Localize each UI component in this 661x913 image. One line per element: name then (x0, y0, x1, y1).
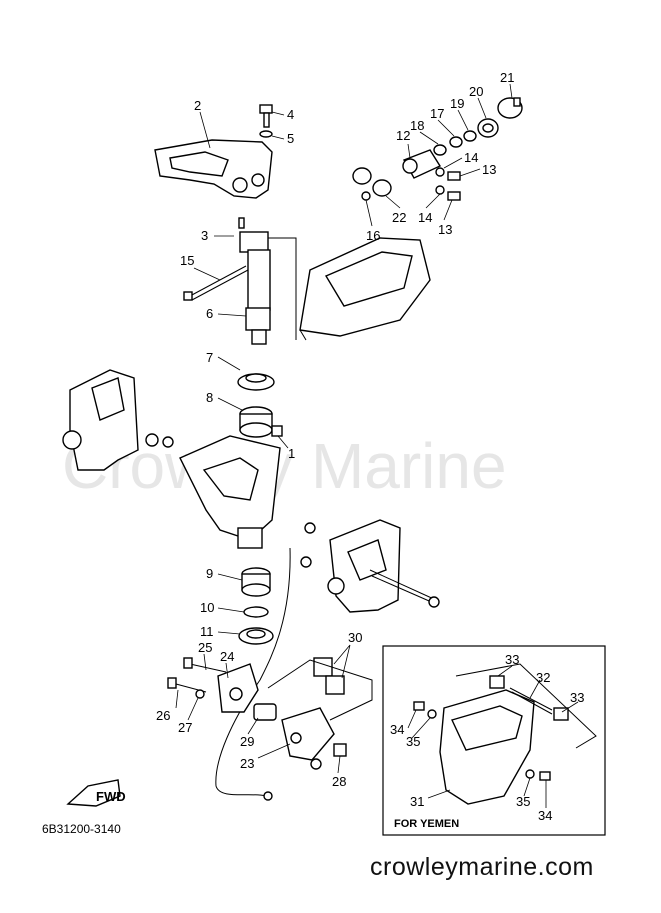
leader-lines (175, 83, 579, 808)
callout-27: 27 (178, 720, 192, 735)
part-bolt-15 (183, 265, 249, 301)
callout-33a: 33 (505, 652, 519, 667)
fwd-arrow: FWD (66, 779, 126, 807)
part-bushing-20 (477, 118, 499, 138)
part-cover-31 (439, 689, 535, 805)
part-washer-5 (259, 130, 273, 138)
part-clip-16 (361, 191, 371, 201)
fwd-label: FWD (96, 789, 126, 804)
callout-8: 8 (206, 390, 213, 405)
part-spacer-33b (553, 707, 569, 721)
callout-31: 31 (410, 794, 424, 809)
part-mount-rubber-22 (352, 167, 392, 197)
part-bushing-9 (241, 567, 271, 597)
callout-25: 25 (198, 640, 212, 655)
part-bolt-13a (447, 171, 461, 181)
part-clamp-bracket-left (62, 369, 174, 471)
part-bolt-34a (413, 701, 425, 711)
callout-26: 26 (156, 708, 170, 723)
part-washer-17 (449, 136, 463, 148)
part-clip-21 (497, 97, 523, 119)
inset-label: FOR YEMEN (394, 818, 460, 830)
part-washer-35a (427, 709, 437, 719)
part-bolt-25 (189, 663, 227, 673)
callout-10: 10 (200, 600, 214, 615)
part-bushing-11 (238, 627, 274, 645)
part-cap-30 (313, 657, 345, 695)
callout-11: 11 (200, 624, 214, 639)
part-spacer-33a (489, 675, 505, 689)
part-steering-bracket (154, 139, 273, 199)
callout-29: 29 (240, 734, 254, 749)
part-bolt-4 (259, 104, 273, 128)
callout-32: 32 (536, 670, 550, 685)
inset-box (382, 645, 606, 836)
part-bushing-7 (237, 373, 275, 391)
part-ground-wire (215, 547, 291, 797)
part-nut-19 (463, 130, 477, 142)
inset-guide-line (455, 663, 597, 749)
part-swivel-bracket (179, 435, 281, 549)
part-oring-10 (243, 606, 269, 618)
part-damper-29 (253, 703, 277, 721)
part-washer-14a (435, 167, 445, 177)
part-bolt-32 (509, 687, 553, 711)
part-bottom-cowling-mount (295, 237, 431, 341)
callout-35b: 35 (516, 794, 530, 809)
part-steering-shaft (239, 231, 297, 345)
footer-website: crowleymarine.com (370, 853, 594, 881)
callout-12: 12 (396, 128, 410, 143)
part-clamp-bracket-right (300, 519, 440, 613)
callout-5: 5 (287, 131, 294, 146)
callout-2: 2 (194, 98, 201, 113)
callout-30: 30 (348, 630, 362, 645)
part-nut-28 (333, 743, 347, 757)
callout-6: 6 (206, 306, 213, 321)
diagram-code: 6B31200-3140 (42, 822, 121, 836)
callout-13b: 13 (438, 222, 452, 237)
callout-23: 23 (240, 756, 254, 771)
callouts: 2 4 5 3 15 6 7 8 1 9 10 11 25 24 26 27 2… (156, 70, 584, 823)
part-mount-12 (402, 149, 442, 179)
part-pin-3 (238, 217, 245, 229)
callout-18: 18 (410, 118, 424, 133)
callout-24: 24 (220, 649, 234, 664)
part-bolt-13b (447, 191, 461, 201)
part-washer-14b (435, 185, 445, 195)
part-washer-27 (195, 689, 205, 699)
callout-14a: 14 (464, 150, 478, 165)
callout-14b: 14 (418, 210, 432, 225)
part-bushing-8 (239, 406, 273, 438)
callout-3: 3 (201, 228, 208, 243)
callout-7: 7 (206, 350, 213, 365)
callout-13a: 13 (482, 162, 496, 177)
part-mount-23 (281, 707, 335, 761)
callout-35a: 35 (406, 734, 420, 749)
callout-20: 20 (469, 84, 483, 99)
part-bolt-34b (539, 771, 551, 781)
part-washer-35b (525, 769, 535, 779)
callout-9: 9 (206, 566, 213, 581)
callout-1: 1 (288, 446, 295, 461)
callout-34a: 34 (390, 722, 404, 737)
callout-15: 15 (180, 253, 194, 268)
callout-4: 4 (287, 107, 294, 122)
callout-28: 28 (332, 774, 346, 789)
callout-33b: 33 (570, 690, 584, 705)
callout-17: 17 (430, 106, 444, 121)
callout-19: 19 (450, 96, 464, 111)
callout-16: 16 (366, 228, 380, 243)
callout-22: 22 (392, 210, 406, 225)
part-washer-18 (433, 144, 447, 156)
part-stopper-1 (271, 425, 283, 437)
callout-34b: 34 (538, 808, 552, 823)
callout-21: 21 (500, 70, 514, 85)
